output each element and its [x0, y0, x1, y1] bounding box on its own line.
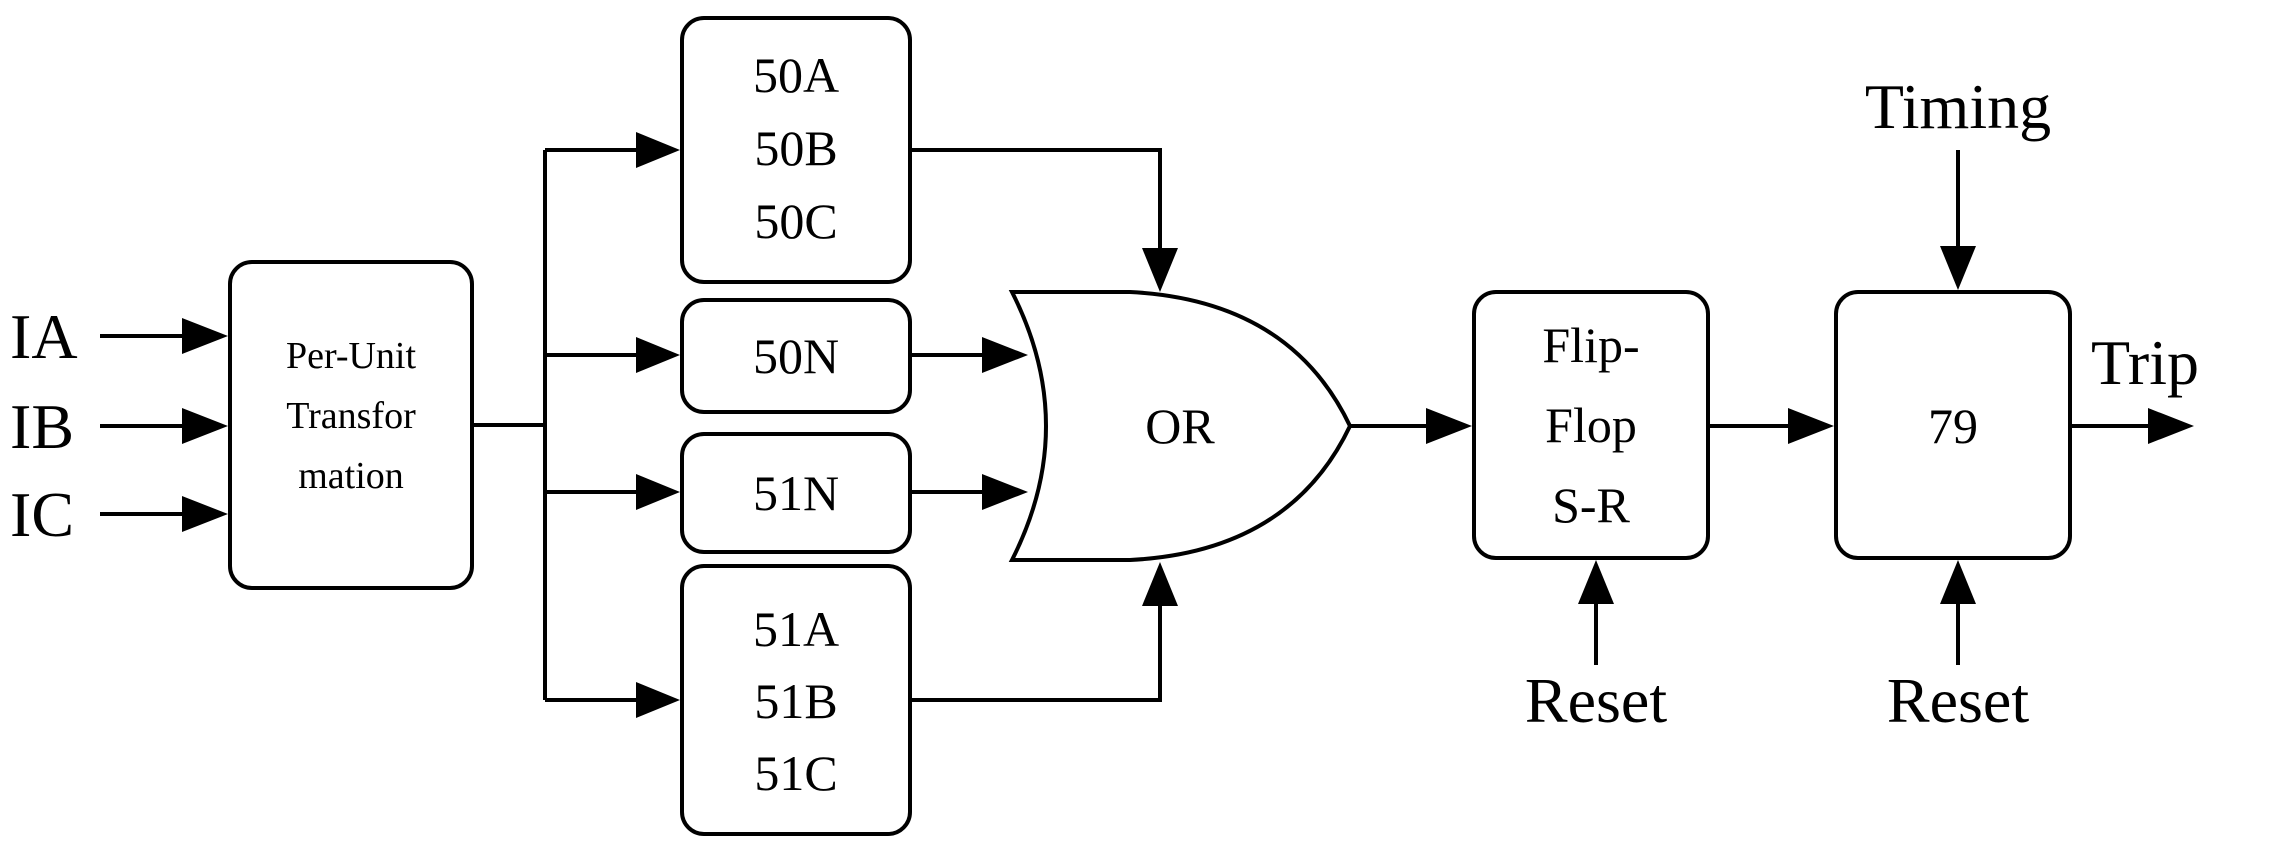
per-unit-label-line3: mation: [298, 455, 404, 497]
flip-flop-reset-arrow: [1578, 560, 1614, 665]
relay-51b-label: 51B: [754, 673, 837, 729]
input-ib-label: IB: [10, 391, 74, 462]
relay-51a-label: 51A: [753, 601, 839, 657]
flip-flop-label-line3: S-R: [1552, 477, 1630, 533]
trip-output-arrow: [2070, 408, 2194, 444]
input-ia-label: IA: [10, 301, 78, 372]
recloser-reset-label: Reset: [1887, 665, 2029, 736]
branch-arrow-51-phase: [545, 682, 680, 718]
flip-flop-label-line1: Flip-: [1542, 317, 1639, 373]
recloser-79-label: 79: [1928, 398, 1978, 454]
trip-label: Trip: [2091, 327, 2199, 398]
per-unit-label-line1: Per-Unit: [286, 335, 417, 377]
wire-or-to-flip-flop: [1350, 408, 1472, 444]
or-gate: [1008, 290, 1353, 562]
or-gate-label: OR: [1145, 398, 1215, 454]
input-ic-label: IC: [10, 479, 74, 550]
relay-51n-label: 51N: [753, 465, 839, 521]
relay-50c-label: 50C: [754, 193, 837, 249]
relay-50b-label: 50B: [754, 120, 837, 176]
distribution-bus: [472, 150, 547, 700]
wire-51-phase-to-or: [910, 562, 1178, 702]
recloser-reset-arrow: [1940, 560, 1976, 665]
input-ic-arrow: [100, 496, 228, 532]
timing-label: Timing: [1865, 71, 2051, 142]
branch-arrow-50n: [545, 337, 680, 373]
wire-51n-to-or: [910, 474, 1028, 510]
branch-arrow-50-phase: [545, 132, 680, 168]
relay-50a-label: 50A: [753, 47, 839, 103]
per-unit-label-line2: Transfor: [286, 395, 416, 437]
input-ia-arrow: [100, 318, 228, 354]
input-ib-arrow: [100, 408, 228, 444]
branch-arrow-51n: [545, 474, 680, 510]
relay-51c-label: 51C: [754, 745, 837, 801]
flip-flop-reset-label: Reset: [1525, 665, 1667, 736]
wire-flip-flop-to-79: [1708, 408, 1834, 444]
timing-arrow: [1940, 150, 1976, 290]
relay-50n-label: 50N: [753, 328, 839, 384]
flip-flop-label-line2: Flop: [1545, 397, 1637, 453]
wire-50n-to-or: [910, 337, 1028, 373]
wire-50-phase-to-or: [910, 148, 1178, 292]
